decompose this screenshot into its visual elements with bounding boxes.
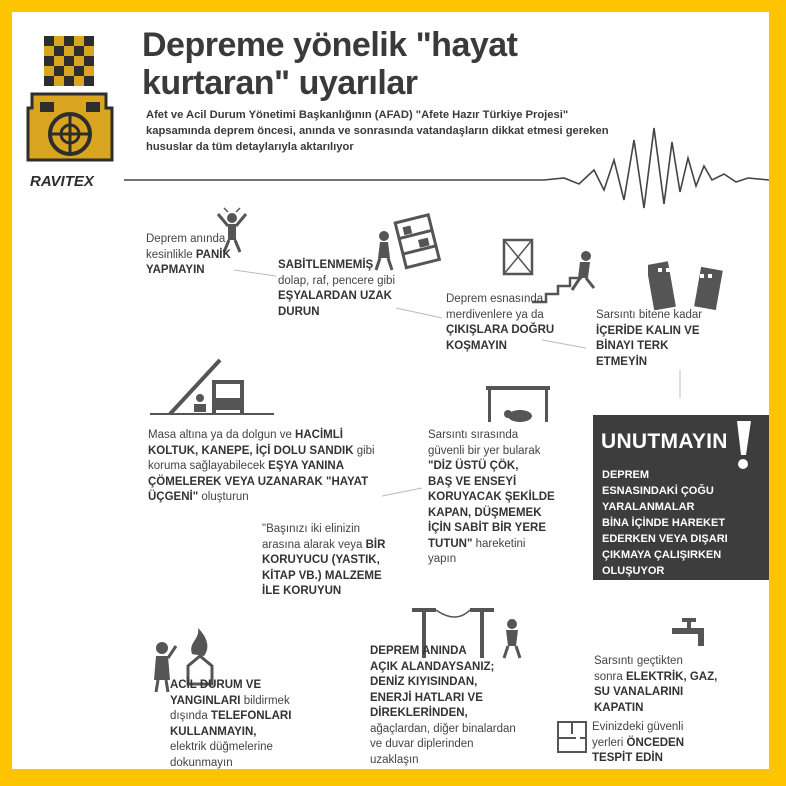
- triangle-shelter-icon: [150, 358, 274, 416]
- unutmayin-line: DEPREM: [602, 469, 650, 481]
- infographic-canvas: RAVITEX Depreme yönelik "hayat kurtaran"…: [12, 12, 769, 769]
- falling-shelf-icon: [374, 212, 442, 271]
- tip-head-line: "Başınızı iki elinizin: [262, 523, 361, 535]
- tip-panic-line: Deprem anında: [146, 233, 226, 245]
- tip-panic: Deprem anında kesinlikle PANİK YAPMAYIN: [146, 232, 256, 279]
- tip-phone-line: YANGINLARI bildirmek: [170, 694, 290, 707]
- unutmayin-line: EDERKEN VEYA DIŞARI: [602, 533, 728, 545]
- tip-open-line: DİREKLERİNDEN,: [370, 707, 468, 719]
- tip-panic-line: kesinlikle PANİK: [146, 248, 231, 261]
- tip-valves-line: sonra ELEKTRİK, GAZ,: [594, 670, 718, 683]
- tip-open-line: DENİZ KIYISINDAN,: [370, 676, 478, 688]
- tip-drop-line: KORUYACAK ŞEKİLDE: [428, 491, 555, 503]
- tip-drop-line: Sarsıntı sırasında: [428, 429, 519, 441]
- unutmayin-line: ESNASINDAKİ ÇOĞU: [602, 485, 714, 497]
- phone-fire-icon: [154, 628, 214, 693]
- unutmayin-line: OLUŞUYOR: [602, 565, 665, 577]
- power-lines-icon: [412, 608, 522, 659]
- tip-drop: Sarsıntı sırasında güvenli bir yer bular…: [428, 428, 578, 568]
- tip-valves-line: SU VANALARINI: [594, 686, 684, 698]
- tip-valves: Sarsıntı geçtikten sonra ELEKTRİK, GAZ, …: [594, 654, 754, 716]
- tip-plan-line: yerleri ÖNCEDEN: [592, 736, 685, 749]
- intro-line-2: kapsamında deprem öncesi, anında ve sonr…: [146, 125, 609, 137]
- ravitex-logo: [26, 32, 116, 192]
- tip-plan-line: TESPİT EDİN: [592, 752, 663, 764]
- tip-drop-line: BAŞ VE ENSEYİ: [428, 475, 517, 488]
- tip-drop-line: İÇİN SABİT BİR YERE: [428, 522, 546, 534]
- tip-stairs: Deprem esnasında merdivenlere ya da ÇIKI…: [446, 292, 586, 354]
- tip-stairs-line: ÇIKIŞLARA DOĞRU: [446, 324, 555, 336]
- tip-stay-line: İÇERİDE KALIN VE: [596, 324, 700, 337]
- tip-head-line: arasına alarak veya BİR: [262, 538, 386, 551]
- tip-head-line: KİTAP VB.) MALZEME: [262, 569, 382, 582]
- title-line-2: kurtaran" uyarılar: [142, 64, 418, 102]
- brand-name: RAVITEX: [30, 173, 94, 190]
- intro-line-1: Afet ve Acil Durum Yönetimi Başkanlığını…: [146, 109, 569, 121]
- floor-plan-icon: [557, 721, 587, 753]
- tip-unfixed-line: dolap, raf, pencere gibi: [278, 274, 395, 287]
- tip-unfixed-line: EŞYALARDAN UZAK: [278, 290, 392, 302]
- tip-stay-line: Sarsıntı bitene kadar: [596, 309, 703, 321]
- tip-open-line: DEPREM ANINDA: [370, 645, 467, 657]
- unutmayin-heading: UNUTMAYIN: [601, 430, 728, 453]
- tip-open-area: DEPREM ANINDA AÇIK ALANDAYSANIZ; DENİZ K…: [370, 644, 540, 768]
- faucet-icon: [672, 618, 704, 646]
- tip-drop-line: güvenli bir yer bularak: [428, 444, 541, 457]
- tip-triangle-line: koruma sağlayabilecek EŞYA YANINA: [148, 460, 345, 472]
- tip-head-line: KORUYUCU (YASTIK,: [262, 554, 380, 566]
- tip-open-line: AÇIK ALANDAYSANIZ;: [370, 660, 495, 673]
- tip-stairs-line: merdivenlere ya da: [446, 308, 544, 321]
- tip-unfixed: SABİTLENMEMİŞ dolap, raf, pencere gibi E…: [278, 258, 438, 320]
- tip-drop-line: KAPAN, DÜŞMEMEK: [428, 506, 542, 519]
- unutmayin-panel: UNUTMAYIN DEPREM ESNASINDAKİ ÇOĞU YARALA…: [593, 415, 769, 580]
- tip-stay-line: ETMEYİN: [596, 355, 648, 368]
- intro-text: Afet ve Acil Durum Yönetimi Başkanlığını…: [146, 107, 616, 155]
- tip-panic-line: YAPMAYIN: [146, 264, 205, 276]
- tip-unfixed-line: SABİTLENMEMİŞ: [278, 259, 374, 271]
- tip-open-line: ENERJİ HATLARI VE: [370, 691, 483, 704]
- tip-open-line: ve duvar diplerinden: [370, 738, 474, 750]
- seismograph-icon: [124, 127, 769, 209]
- tip-plan: Evinizdeki güvenli yerleri ÖNCEDEN TESPİ…: [592, 720, 742, 767]
- title-line-1: Depreme yönelik "hayat: [142, 26, 518, 64]
- exclamation-icon: [737, 421, 751, 469]
- tip-stay: Sarsıntı bitene kadar İÇERİDE KALIN VE B…: [596, 308, 736, 370]
- tip-triangle-line: ÜÇGENİ" oluşturun: [148, 491, 249, 503]
- tip-phone-line: dokunmayın: [170, 756, 233, 769]
- tip-phone: ACİL DURUM VE YANGINLARI bildirmek dışın…: [170, 678, 320, 769]
- tip-unfixed-line: DURUN: [278, 305, 320, 318]
- tip-triangle-line: KOLTUK, KANEPE, İÇİ DOLU SANDIK gibi: [148, 444, 375, 457]
- tip-stay-line: BİNAYI TERK: [596, 340, 669, 352]
- tip-stairs-line: KOŞMAYIN: [446, 339, 507, 352]
- unutmayin-line: YARALANMALAR: [602, 501, 695, 513]
- tip-open-line: ağaçlardan, diğer binalardan: [370, 722, 516, 735]
- tip-head-line: İLE KORUYUN: [262, 585, 342, 597]
- tip-valves-line: KAPATIN: [594, 701, 644, 714]
- page-title: Depreme yönelik "hayat kurtaran" uyarıla…: [142, 26, 582, 102]
- unutmayin-line: ÇIKMAYA ÇALIŞIRKEN: [602, 549, 722, 561]
- tip-stairs-line: Deprem esnasında: [446, 293, 544, 305]
- tip-phone-line: dışında TELEFONLARI: [170, 710, 292, 722]
- tip-triangle: Masa altına ya da dolgun ve HACİMLİ KOLT…: [148, 428, 398, 506]
- tip-open-line: uzaklaşın: [370, 753, 419, 766]
- tip-triangle-line: ÇÖMELEREK VEYA UZANARAK "HAYAT: [148, 475, 369, 488]
- tip-plan-line: Evinizdeki güvenli: [592, 721, 684, 733]
- tip-drop-line: "DİZ ÜSTÜ ÇÖK,: [428, 460, 519, 472]
- tip-phone-line: elektrik düğmelerine: [170, 741, 273, 753]
- tip-drop-line: yapın: [428, 553, 457, 565]
- unutmayin-body: DEPREM ESNASINDAKİ ÇOĞU YARALANMALAR BİN…: [602, 467, 762, 579]
- tip-valves-line: Sarsıntı geçtikten: [594, 655, 683, 667]
- tip-phone-line: KULLANMAYIN,: [170, 725, 257, 738]
- tip-phone-line: ACİL DURUM VE: [170, 679, 262, 691]
- stairs-exit-icon: [502, 238, 596, 304]
- buildings-icon: [648, 261, 723, 310]
- panic-person-icon: [216, 207, 248, 253]
- tip-head: "Başınızı iki elinizin arasına alarak ve…: [262, 522, 412, 600]
- tip-triangle-line: Masa altına ya da dolgun ve HACİMLİ: [148, 429, 343, 441]
- unutmayin-line: BİNA İÇİNDE HAREKET: [602, 517, 726, 529]
- intro-line-3: hususlar da tüm detaylarıyla aktarılıyor: [146, 141, 354, 153]
- table-crouch-icon: [486, 386, 550, 422]
- tip-drop-line: TUTUN" hareketini: [428, 537, 526, 550]
